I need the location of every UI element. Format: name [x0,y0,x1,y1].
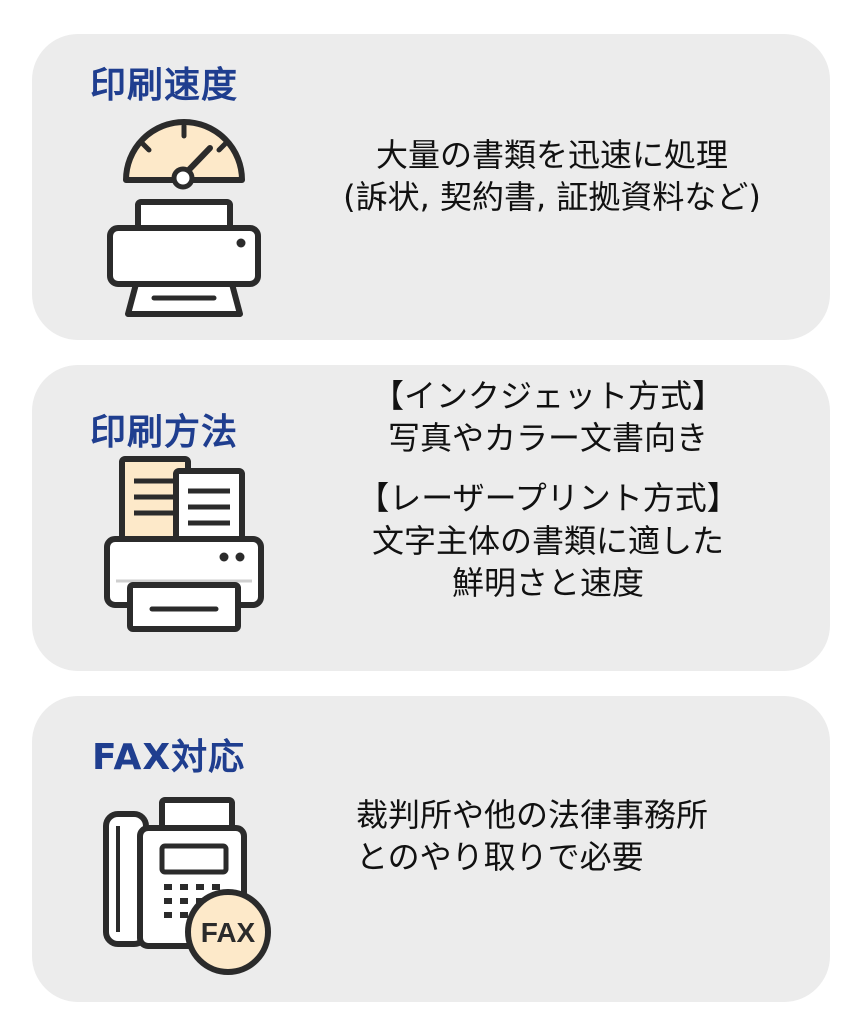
inkjet-heading: 【インクジェット方式】 [371,377,724,415]
fax-line-2: とのやり取りで必要 [356,838,644,877]
fax-description: 裁判所や他の法律事務所 とのやり取りで必要 [356,794,708,878]
print-speed-line-1: 大量の書類を迅速に処理 [375,136,728,174]
laser-heading: 【レーザープリント方式】 [357,479,739,518]
print-method-title: 印刷方法 [90,412,239,453]
fax-card: FAX対応 [32,696,830,1002]
laser-detail-1: 文字主体の書類に適した [371,521,724,560]
print-speed-line-2: (訴状, 契約書, 証拠資料など) [343,178,761,217]
laser-detail-2: 鮮明さと速度 [451,563,644,602]
speed-printer-icon [104,116,264,320]
print-speed-card: 印刷速度 大量の書類を迅速に処理 (訴状, 契約書, 証拠資料など) [32,34,830,340]
print-method-card: 印刷方法 【インクジェット方式】 写真やカラー文書向き 【レーザープリン [32,365,830,671]
print-speed-title: 印刷速度 [90,65,239,106]
print-method-description: 【インクジェット方式】 写真やカラー文書向き 【レーザープリント方式】 文字主体… [312,375,784,604]
fax-line-1: 裁判所や他の法律事務所 [356,796,709,834]
printer-with-documents-icon [102,453,266,635]
fax-machine-icon: FAX [98,792,278,992]
fax-title: FAX対応 [92,737,246,778]
print-speed-description: 大量の書類を迅速に処理 (訴状, 契約書, 証拠資料など) [290,134,814,218]
fax-badge-label: FAX [201,917,256,948]
inkjet-detail: 写真やカラー文書向き [387,419,708,458]
